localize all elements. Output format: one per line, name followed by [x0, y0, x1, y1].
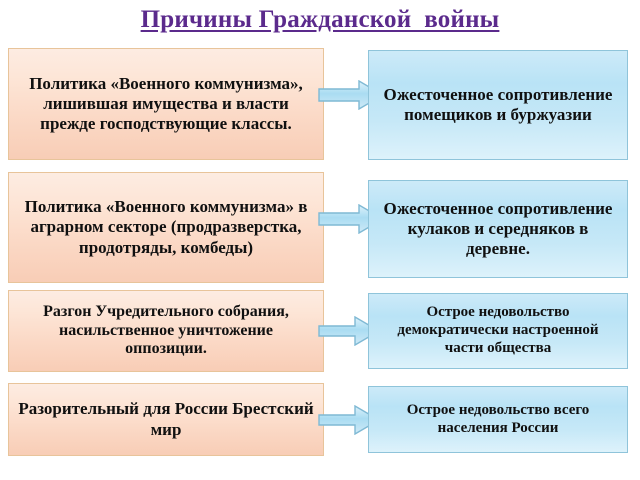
effect-box-2: Ожесточенное сопротивление кулаков и сер… — [368, 180, 628, 278]
cause-text-2: Политика «Военного коммунизма» в аграрно… — [24, 197, 308, 257]
cause-box-1: Политика «Военного коммунизма», лишившая… — [8, 48, 324, 160]
effect-box-4: Острое недовольство всего населения Росс… — [368, 386, 628, 453]
effect-text-2: Ожесточенное сопротивление кулаков и сер… — [383, 198, 613, 259]
page-title: Причины Гражданской войны — [140, 6, 500, 33]
effect-text-4: Острое недовольство всего населения Росс… — [406, 401, 590, 436]
effect-box-3: Острое недовольство демократически настр… — [368, 293, 628, 369]
cause-box-4: Разорительный для России Брестский мир — [8, 383, 324, 456]
cause-box-3: Разгон Учредительного собрания, насильст… — [8, 290, 324, 372]
effect-text-3: Острое недовольство демократически настр… — [397, 304, 599, 356]
effect-box-1: Ожесточенное сопротивление помещиков и б… — [368, 50, 628, 160]
cause-text-4: Разорительный для России Брестский мир — [18, 399, 314, 439]
cause-box-2: Политика «Военного коммунизма» в аграрно… — [8, 172, 324, 283]
cause-text-3: Разгон Учредительного собрания, насильст… — [43, 302, 289, 358]
cause-text-1: Политика «Военного коммунизма», лишившая… — [29, 73, 303, 134]
effect-text-1: Ожесточенное сопротивление помещиков и б… — [383, 84, 613, 124]
